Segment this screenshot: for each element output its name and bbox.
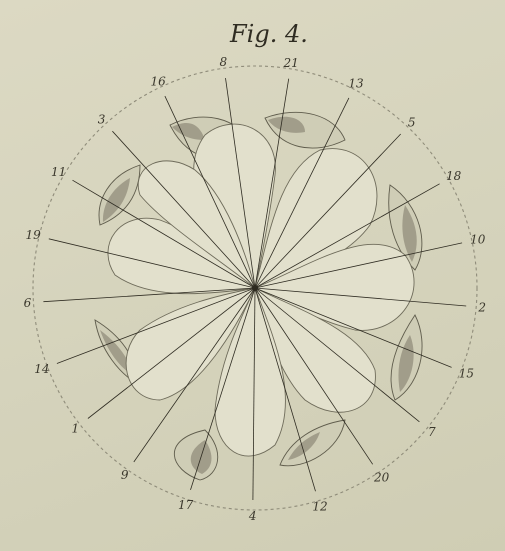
ray-label-19: 19 [26,228,42,242]
ray-label-16: 16 [150,75,166,89]
figure-title: Fig. 4. [229,20,308,48]
ray-label-17: 17 [178,498,194,512]
ray-label-5: 5 [408,115,416,129]
ray-label-20: 20 [373,471,390,485]
ray-label-10: 10 [470,233,486,247]
ray-label-7: 7 [428,425,436,439]
ray-label-13: 13 [348,77,364,91]
ray-label-8: 8 [219,55,227,69]
ray-label-18: 18 [446,169,462,183]
ray-label-15: 15 [459,366,474,380]
ray-label-2: 2 [477,300,486,314]
ray-label-14: 14 [34,362,49,376]
ray-label-21: 21 [283,56,299,70]
ray-label-11: 11 [51,165,66,179]
ray-label-4: 4 [248,509,257,523]
ray-label-9: 9 [121,468,129,482]
ray-label-3: 3 [98,112,106,126]
ray-label-12: 12 [312,500,327,514]
ray-label-6: 6 [24,296,32,310]
ray-label-1: 1 [71,421,79,435]
